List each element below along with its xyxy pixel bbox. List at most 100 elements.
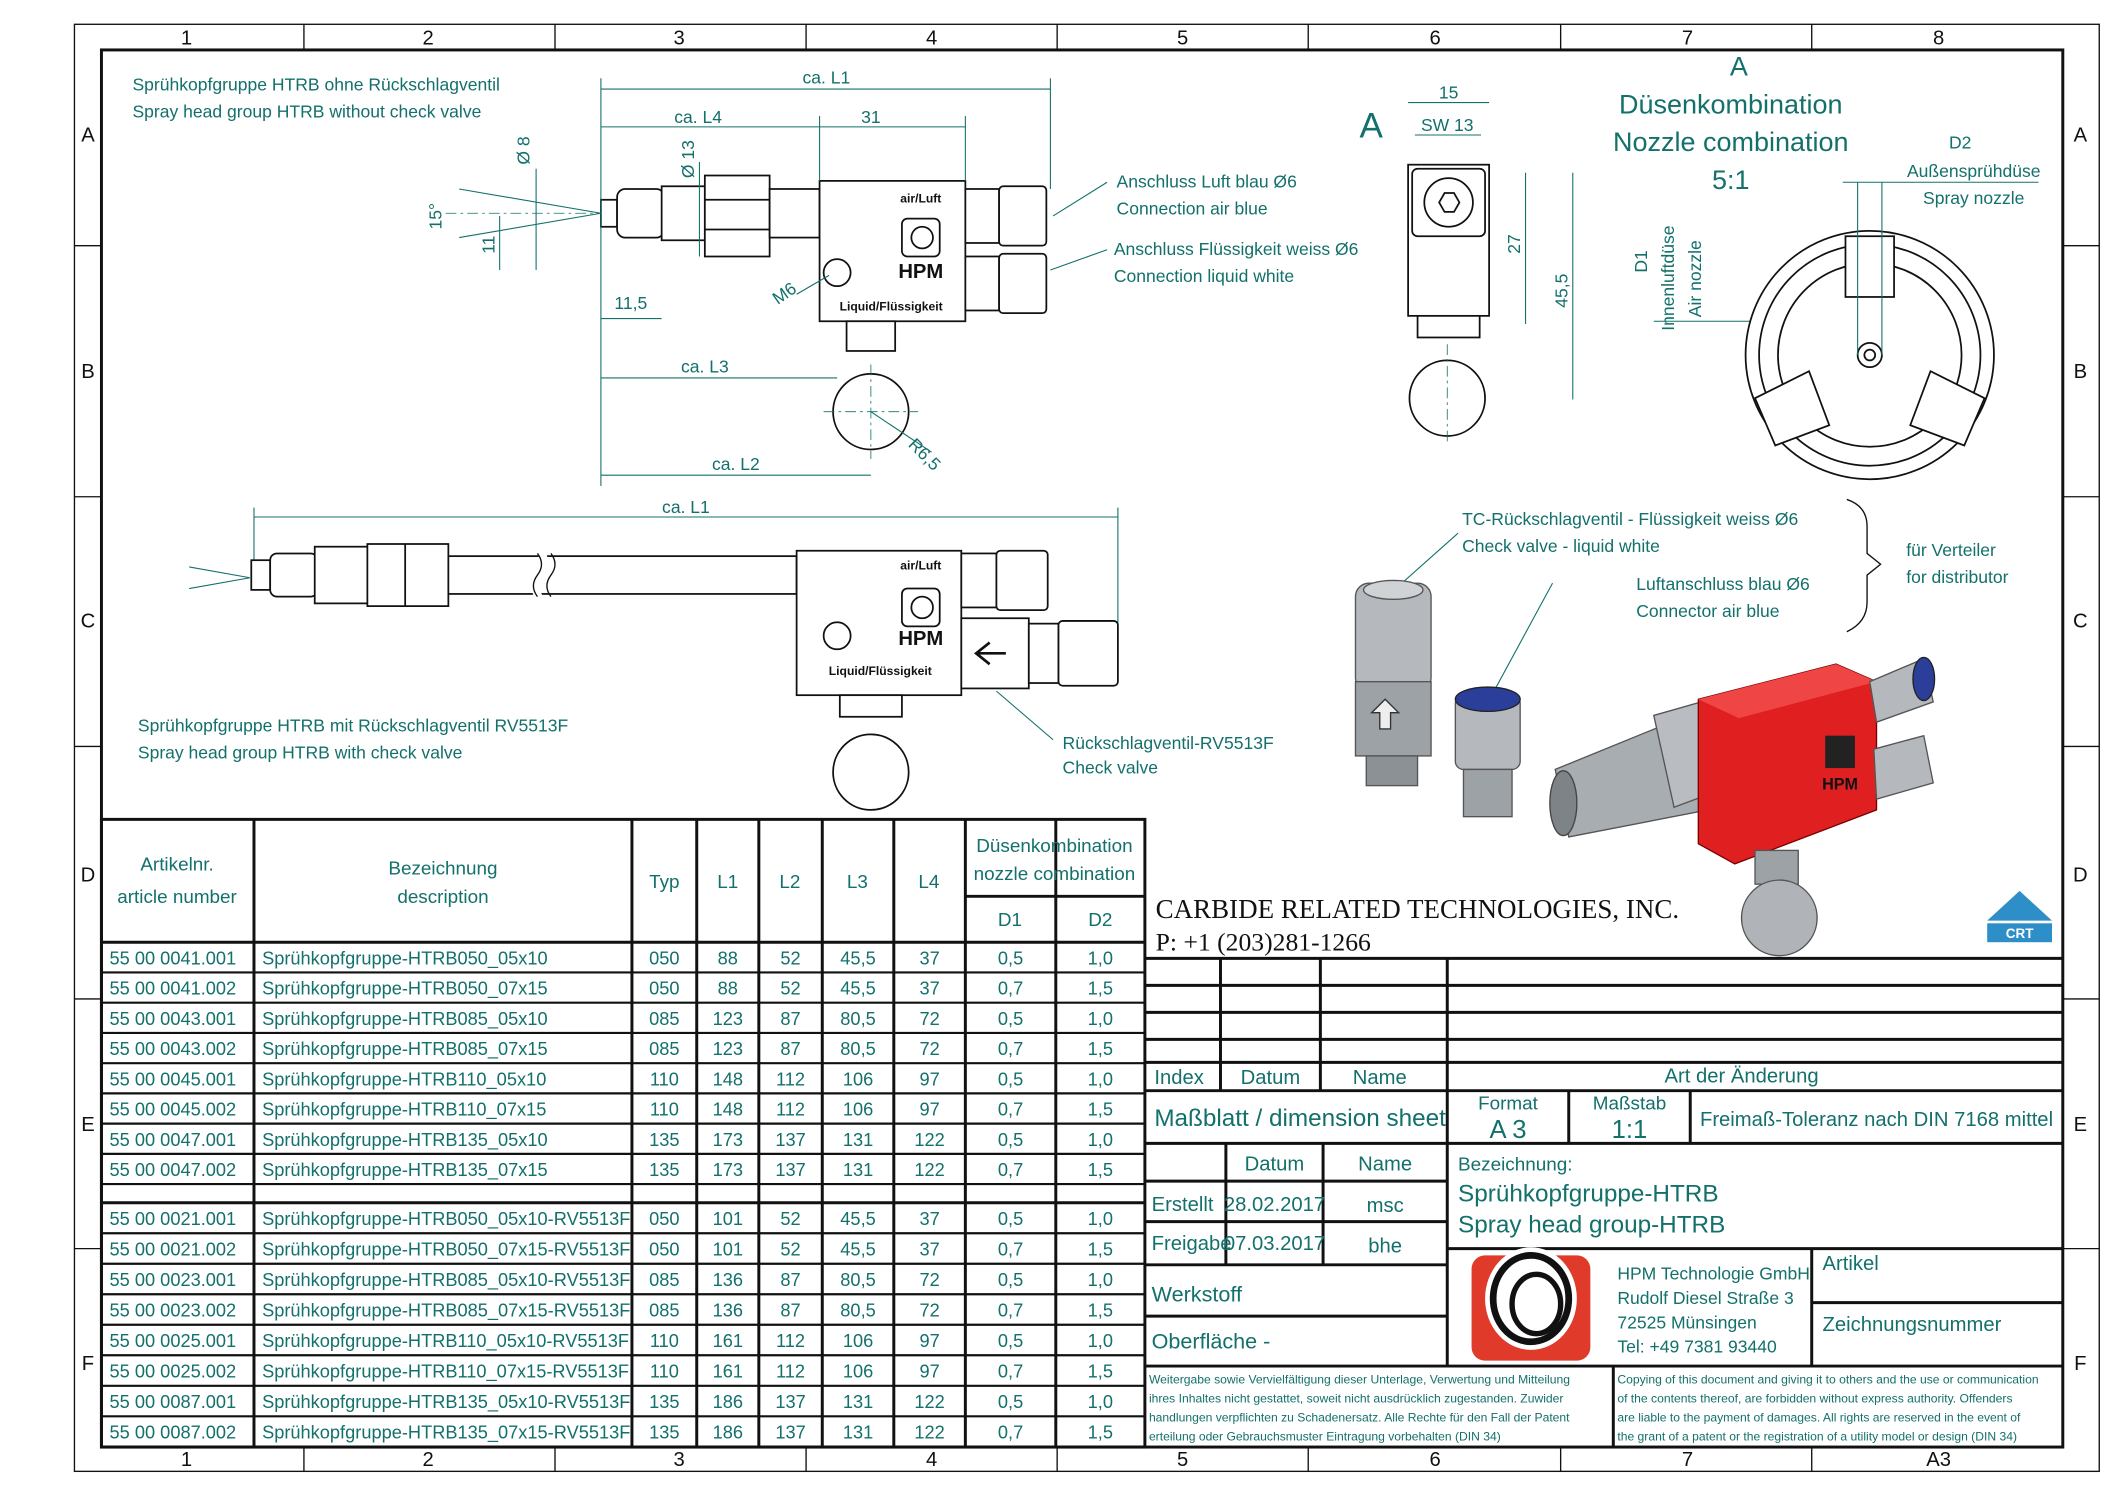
notice-de-line: ihres Inhaltes nicht gestattet, soweit n… (1149, 1392, 1564, 1406)
table-cell: Sprühkopfgruppe-HTRB110_05x10-RV5513F (262, 1331, 629, 1352)
dim-31: 31 (861, 107, 881, 127)
hpm-tel: Tel: +49 7381 93440 (1617, 1337, 1777, 1357)
table-cell: 1,0 (1088, 1209, 1113, 1229)
block-air-label: air/Luft (900, 191, 941, 205)
crt-logo-text: CRT (2006, 926, 2034, 941)
table-header-desc-de: Bezeichnung (388, 859, 497, 880)
table-cell: 0,7 (998, 1100, 1023, 1120)
table-cell: Sprühkopfgruppe-HTRB085_07x15 (262, 1039, 548, 1060)
table-cell: 110 (650, 1331, 679, 1351)
air-connection-de: Anschluss Luft blau Ø6 (1117, 172, 1297, 192)
table-cell: 135 (649, 1392, 679, 1412)
dim-l3: ca. L3 (681, 357, 729, 377)
nozzle-combination-detail: A Düsenkombination Nozzle combination 5:… (1613, 52, 2040, 481)
parts-table: Artikelnr.article numberBezeichnungdescr… (99, 817, 1147, 1449)
table-cell: 55 00 0023.001 (110, 1270, 237, 1290)
table-cell: 1,5 (1088, 1039, 1113, 1059)
grid-row-label: F (82, 1353, 94, 1375)
table-cell: Sprühkopfgruppe-HTRB135_07x15-RV5513F (262, 1423, 630, 1444)
table-cell: 0,7 (998, 1423, 1023, 1443)
table-cell: 80,5 (840, 1270, 875, 1290)
table-cell: Sprühkopfgruppe-HTRB085_07x15-RV5513F (262, 1301, 630, 1322)
grid-column-label: 7 (1682, 28, 1693, 50)
grid-row-label: C (2073, 611, 2088, 633)
distributor-de: für Verteiler (1906, 540, 1996, 560)
air-connector-de: Luftanschluss blau Ø6 (1636, 574, 1809, 594)
dim-11-5: 11,5 (614, 293, 647, 313)
grid-row-label: D (2073, 864, 2088, 886)
grid-column-label: 6 (1429, 28, 1440, 50)
table-cell: 123 (713, 1009, 743, 1029)
index-header: Index (1154, 1067, 1204, 1089)
table-cell: 136 (713, 1270, 743, 1290)
table-cell: 55 00 0023.002 (110, 1301, 237, 1321)
name-header-2: Name (1358, 1153, 1412, 1175)
table-cell: 148 (713, 1069, 743, 1089)
table-cell: 97 (919, 1362, 939, 1382)
table-cell: 122 (914, 1130, 944, 1150)
side-view-a: A 15 SW 13 27 45,5 (1360, 83, 1574, 446)
table-cell: 97 (919, 1100, 939, 1120)
table-cell: 137 (775, 1130, 805, 1150)
table-cell: 0,5 (998, 1130, 1023, 1150)
table-cell: 55 00 0043.002 (110, 1039, 237, 1059)
grid-row-label: C (81, 611, 96, 633)
grid-row-label: E (2074, 1114, 2088, 1136)
table-cell: Sprühkopfgruppe-HTRB050_05x10 (262, 948, 548, 969)
table-cell: 050 (649, 948, 679, 968)
table-cell: 135 (649, 1160, 679, 1180)
block-brand-2: HPM (898, 628, 943, 650)
dim-angle: 15° (426, 203, 446, 230)
dim-11: 11 (478, 236, 498, 254)
hpm-logo (1471, 1247, 1591, 1361)
distributor-en: for distributor (1906, 567, 2008, 587)
table-cell: 45,5 (840, 1209, 875, 1229)
dim-d8: Ø 8 (513, 136, 533, 164)
table-cell: 0,5 (998, 1270, 1023, 1290)
table-cell: 52 (780, 979, 800, 999)
hex-nut-2 (366, 543, 450, 607)
table-cell: 1,5 (1088, 1160, 1113, 1180)
table-cell: 137 (775, 1160, 805, 1180)
notice-en: Copying of this document and giving it t… (1617, 1373, 2038, 1444)
table-cell: 45,5 (840, 979, 875, 999)
dim-15: 15 (1439, 83, 1459, 103)
created-date: 28.02.2017 (1224, 1194, 1325, 1216)
table-cell: 085 (649, 1009, 679, 1029)
released-label: Freigabe (1152, 1233, 1232, 1255)
grid-column-label: 5 (1177, 28, 1188, 50)
table-cell: 106 (843, 1100, 873, 1120)
table-cell: 55 00 0025.002 (110, 1362, 237, 1382)
table-cell: 87 (780, 1009, 800, 1029)
notice-en-line: the grant of a patent or the registratio… (1617, 1429, 2017, 1443)
table-cell: 0,7 (998, 979, 1023, 999)
table-cell: 55 00 0021.001 (110, 1209, 237, 1229)
dim-l4: ca. L4 (674, 107, 722, 127)
air-connection-en: Connection air blue (1117, 199, 1268, 219)
detail-a-label: A (1730, 52, 1748, 82)
table-cell: 97 (919, 1069, 939, 1089)
grid-row-label: A (81, 125, 95, 147)
released-name: bhe (1368, 1236, 1402, 1258)
table-cell: 1,0 (1088, 1392, 1113, 1412)
table-header-l2: L2 (779, 872, 800, 893)
table-cell: 0,7 (998, 1160, 1023, 1180)
air-connector-en: Connector air blue (1636, 601, 1779, 621)
change-header: Art der Änderung (1664, 1066, 1818, 1088)
table-cell: 1,0 (1088, 1331, 1113, 1351)
grid-column-label: A3 (1926, 1449, 1951, 1471)
table-cell: 52 (780, 1240, 800, 1260)
scale-label: Maßstab (1593, 1094, 1666, 1115)
grid-row-label: A (2074, 125, 2088, 147)
table-cell: 87 (780, 1301, 800, 1321)
table-header-d1: D1 (998, 910, 1022, 931)
format-value: A 3 (1489, 1116, 1526, 1144)
designation-en: Spray head group-HTRB (1458, 1211, 1725, 1238)
